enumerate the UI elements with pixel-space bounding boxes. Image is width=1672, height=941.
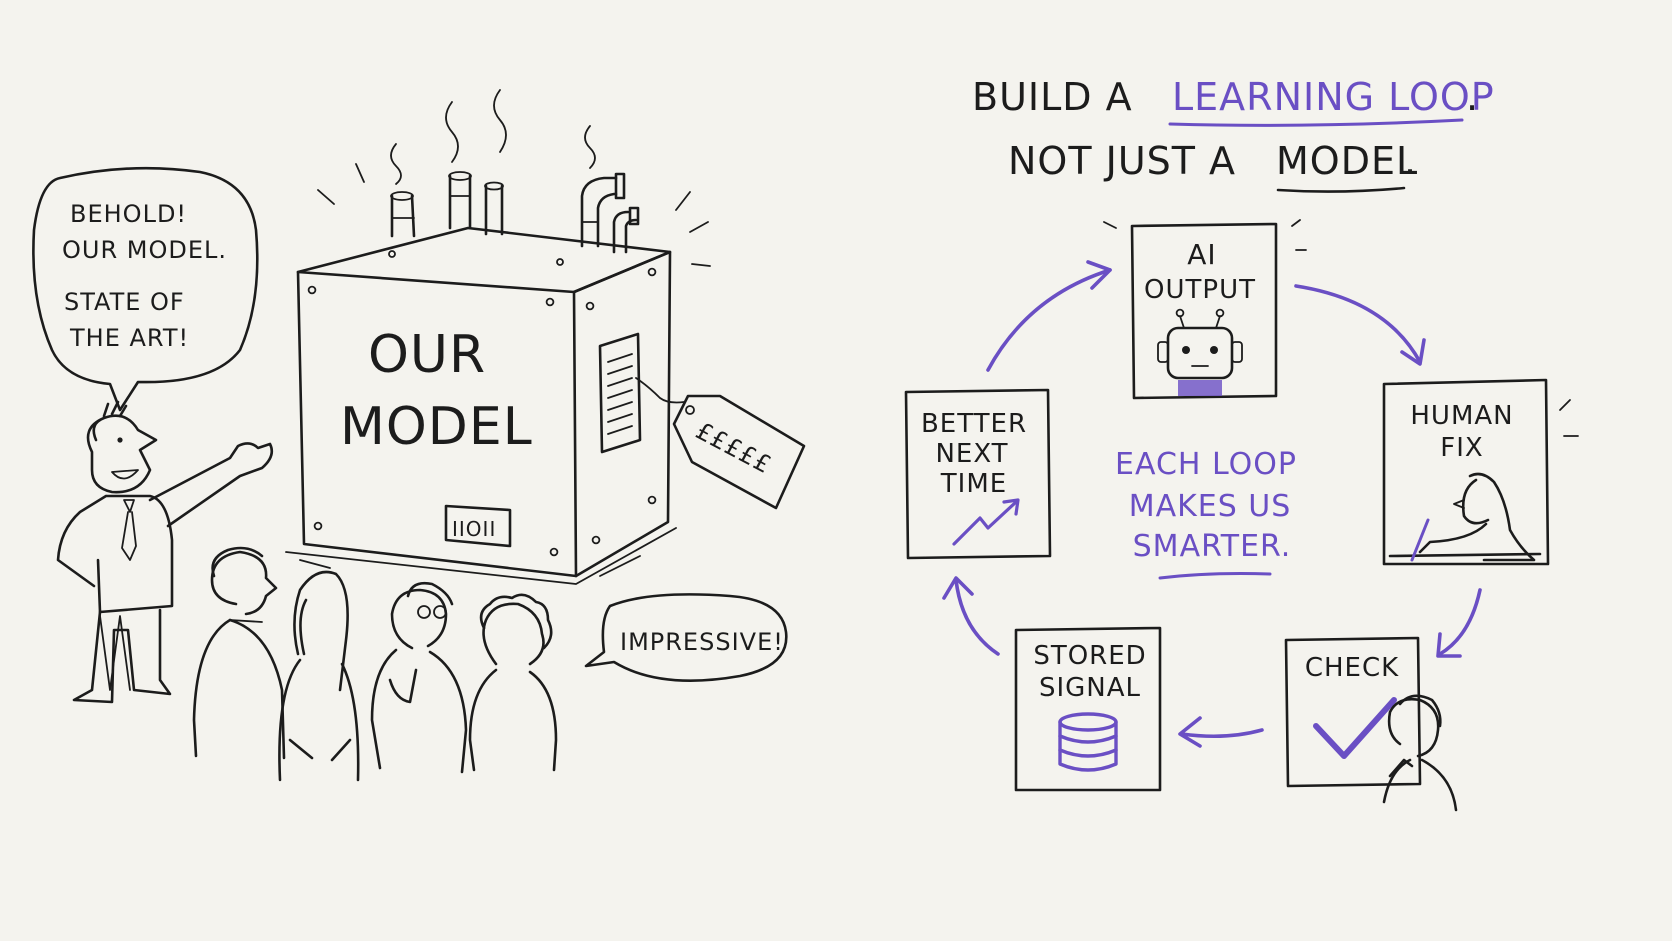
audience-group [192, 546, 558, 782]
price-tag: £££££ [635, 377, 806, 510]
headline-model-underline [1276, 186, 1406, 193]
arrow-stored-signal-to-better [942, 576, 1000, 656]
center-text-underline [1158, 572, 1272, 580]
node-better-next-time-line-1: BETTER [921, 409, 1027, 439]
node-stored-signal: STORED SIGNAL [1014, 626, 1162, 792]
headline: BUILD A LEARNING LOOP . NOT JUST A MODEL… [972, 75, 1495, 193]
thinking-person-icon [1382, 694, 1458, 812]
center-text-line-1: EACH LOOP [1115, 447, 1297, 482]
node-ai-output: AI OUTPUT [1103, 219, 1307, 400]
robot-icon [1157, 308, 1243, 396]
node-better-next-time-line-2: NEXT [935, 439, 1008, 469]
price-tag-text: £££££ [691, 417, 776, 480]
node-check-label: CHECK [1305, 653, 1399, 683]
box-label-line-2: MODEL [340, 397, 533, 457]
arrow-ai-output-to-human-fix [1294, 284, 1426, 366]
left-panel: BEHOLD! OUR MODEL. STATE OF THE ART! [32, 89, 806, 782]
headline-learning-loop: LEARNING LOOP [1172, 75, 1495, 119]
box-plate-text: IIOII [452, 517, 496, 541]
presenter-speech-bubble: BEHOLD! OUR MODEL. STATE OF THE ART! [32, 166, 259, 412]
trend-up-icon [952, 498, 1020, 546]
node-better-next-time-line-3: TIME [940, 469, 1007, 499]
person-writing-icon [1388, 472, 1542, 562]
center-text: EACH LOOP MAKES US SMARTER. [1115, 447, 1297, 580]
center-text-line-2: MAKES US [1129, 489, 1292, 524]
node-check: CHECK [1284, 636, 1458, 812]
arrow-better-to-ai-output [986, 260, 1112, 372]
headline-model: MODEL [1276, 139, 1418, 183]
headline-line-2-prefix: NOT JUST A [1008, 139, 1236, 183]
node-ai-output-line-1: AI [1187, 238, 1216, 271]
node-stored-signal-line-2: SIGNAL [1039, 673, 1141, 703]
checkmark-icon [1313, 697, 1397, 759]
headline-learning-loop-underline [1168, 118, 1464, 127]
node-human-fix-line-2: FIX [1440, 433, 1483, 463]
node-better-next-time: BETTER NEXT TIME [904, 388, 1052, 560]
database-icon [1058, 712, 1118, 772]
node-human-fix: HUMAN FIX [1382, 378, 1579, 566]
presenter-figure [56, 400, 274, 704]
audience-speech-bubble: IMPRESSIVE! [584, 593, 788, 682]
center-text-line-3: SMARTER. [1133, 529, 1292, 564]
presenter-speech-line-3: STATE OF [64, 288, 185, 316]
model-box: IIOII OUR MODEL [285, 89, 711, 585]
headline-line-1-suffix: . [1466, 75, 1479, 119]
box-label-line-1: OUR [368, 325, 486, 385]
arrow-human-fix-to-check [1436, 588, 1482, 658]
node-ai-output-line-2: OUTPUT [1144, 275, 1256, 305]
node-stored-signal-line-1: STORED [1033, 641, 1146, 671]
loop-arrows [942, 260, 1482, 748]
arrow-check-to-stored-signal [1178, 716, 1264, 748]
headline-line-1-prefix: BUILD A [972, 75, 1133, 119]
node-human-fix-line-1: HUMAN [1410, 401, 1513, 431]
presenter-speech-line-2: OUR MODEL. [62, 236, 227, 264]
headline-line-2-suffix: . [1404, 139, 1417, 183]
presenter-speech-line-1: BEHOLD! [70, 200, 187, 228]
right-panel: BUILD A LEARNING LOOP . NOT JUST A MODEL… [904, 75, 1579, 812]
audience-speech-text: IMPRESSIVE! [620, 628, 784, 656]
presenter-speech-line-4: THE ART! [69, 324, 189, 352]
